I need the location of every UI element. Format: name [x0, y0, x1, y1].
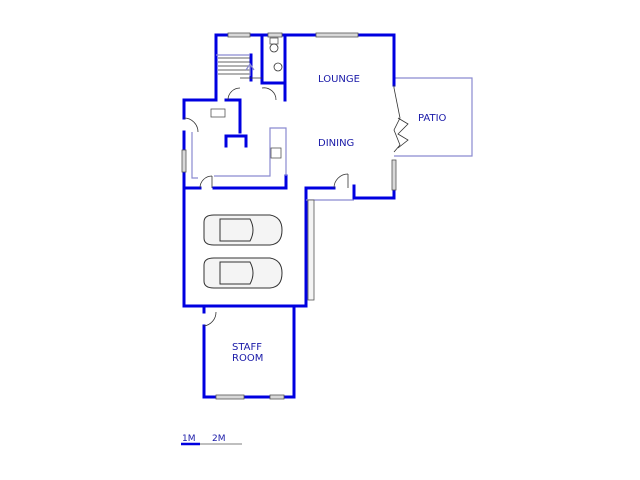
- stove-icon: [270, 147, 282, 159]
- scale-label-2m: 2M: [212, 434, 226, 444]
- toilet-icon: [269, 43, 279, 53]
- doors: [183, 85, 409, 327]
- fixtures: [210, 37, 283, 159]
- basin-icon: [273, 62, 283, 72]
- staircase: [218, 57, 262, 79]
- room-label-staff: STAFF: [232, 342, 262, 353]
- windows: [181, 32, 397, 400]
- room-label-room: ROOM: [232, 353, 263, 364]
- room-label-dining: DINING: [318, 138, 354, 149]
- patio-outline: [394, 77, 473, 157]
- sink-icon: [210, 108, 226, 118]
- car-icon: [203, 214, 283, 289]
- walls: [182, 33, 396, 399]
- room-label-patio: PATIO: [418, 113, 447, 124]
- scale-label-1m: 1M: [182, 434, 196, 444]
- room-label-lounge: LOUNGE: [318, 74, 360, 85]
- scale-bar: 1M 2M: [181, 434, 242, 446]
